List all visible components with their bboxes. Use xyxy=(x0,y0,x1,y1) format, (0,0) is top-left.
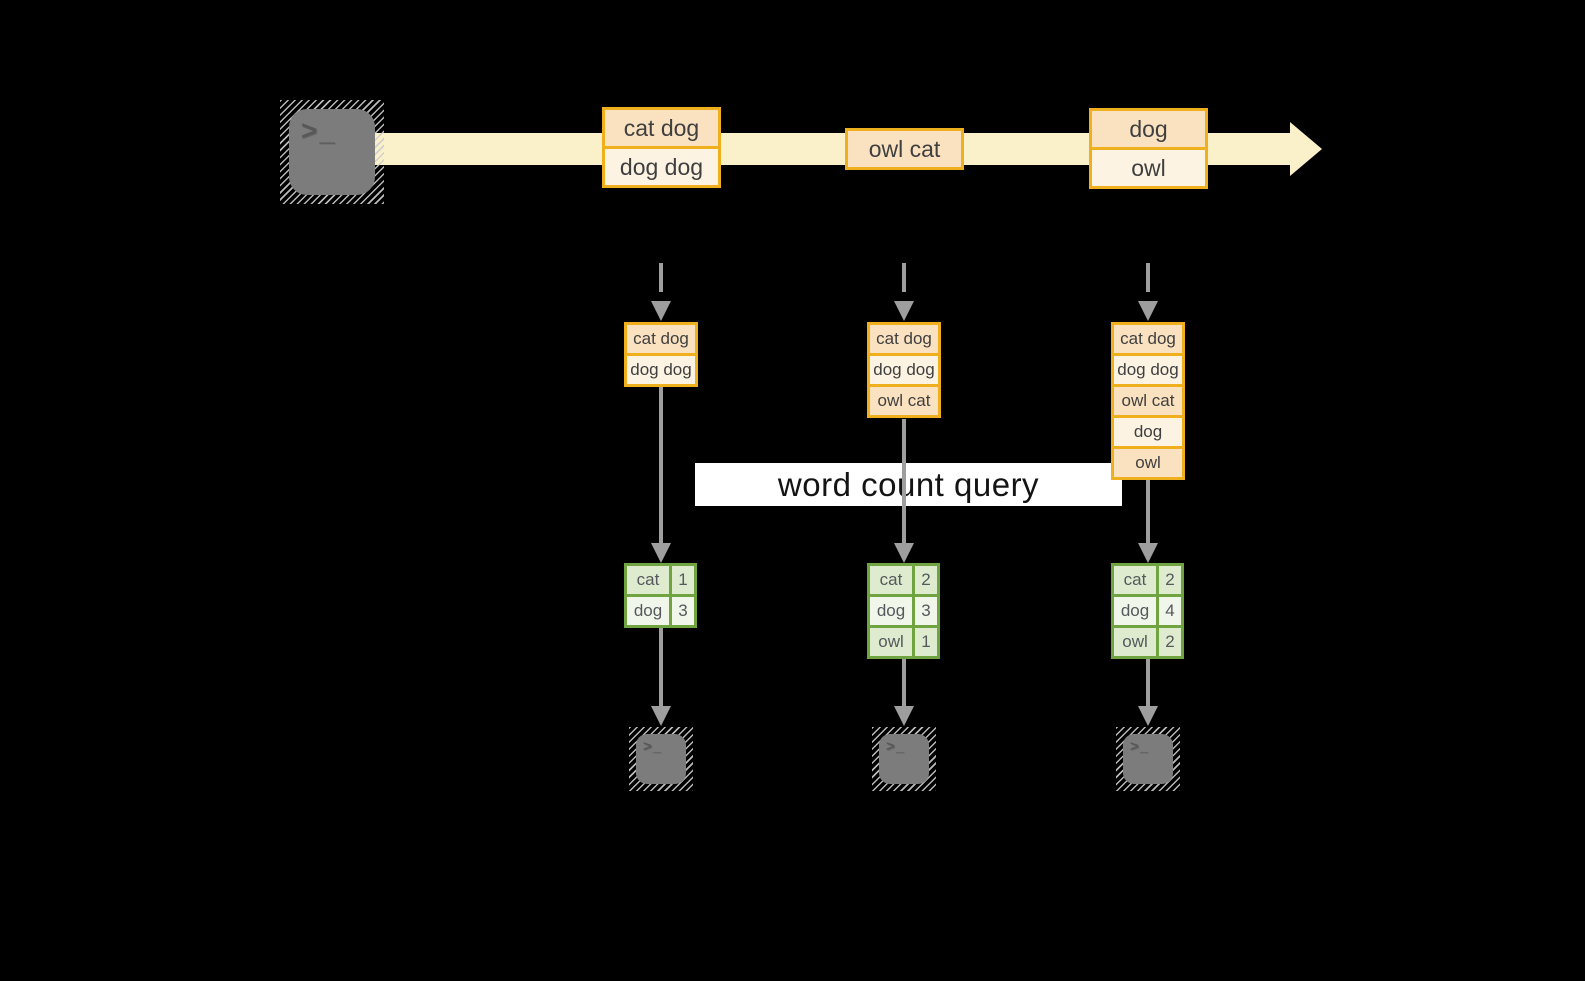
count-value: 2 xyxy=(915,566,937,594)
batch-record: owl cat xyxy=(870,387,938,415)
terminal-icon-sink-1: >_ xyxy=(629,727,693,791)
count-value: 3 xyxy=(915,597,937,625)
count-value: 1 xyxy=(915,628,937,656)
terminal-prompt-glyph: >_ xyxy=(1130,738,1150,755)
arrow-stem-sink-1 xyxy=(659,628,663,706)
count-word: dog xyxy=(627,597,669,625)
count-word: cat xyxy=(870,566,912,594)
dashed-arrow-stem-1 xyxy=(659,263,663,292)
terminal-icon-sink-2: >_ xyxy=(872,727,936,791)
batch-record: cat dog xyxy=(870,325,938,353)
terminal-icon-source: >_ xyxy=(280,100,384,204)
dashed-arrow-stem-2 xyxy=(902,263,906,292)
dashed-arrow-head-2 xyxy=(894,301,914,321)
terminal-icon-body: >_ xyxy=(1123,734,1173,784)
stream-record: owl cat xyxy=(848,131,961,167)
arrow-stem-batch-1 xyxy=(659,387,663,546)
arrow-stem-sink-2 xyxy=(902,659,906,706)
count-value: 2 xyxy=(1159,566,1181,594)
batch-record: dog xyxy=(1114,418,1182,446)
terminal-icon-sink-3: >_ xyxy=(1116,727,1180,791)
stream-record: dog xyxy=(1092,111,1205,147)
batch-record: owl xyxy=(1114,449,1182,477)
stream-arrowhead-icon xyxy=(1290,122,1322,176)
terminal-prompt-glyph: >_ xyxy=(301,115,337,146)
count-value: 4 xyxy=(1159,597,1181,625)
word-count-table-2: cat 2 dog 3 owl 1 xyxy=(867,563,940,659)
count-value: 1 xyxy=(672,566,694,594)
arrow-stem-sink-3 xyxy=(1146,659,1150,706)
batch-record: dog dog xyxy=(870,356,938,384)
terminal-prompt-glyph: >_ xyxy=(643,738,663,755)
dashed-arrow-head-3 xyxy=(1138,301,1158,321)
arrow-head-sink-3 xyxy=(1138,706,1158,726)
arrow-head-sink-1 xyxy=(651,706,671,726)
arrow-head-batch-3 xyxy=(1138,543,1158,563)
terminal-icon-body: >_ xyxy=(636,734,686,784)
batch-record: dog dog xyxy=(627,356,695,384)
stream-event-box-1: cat dog dog dog xyxy=(602,107,721,188)
word-count-table-3: cat 2 dog 4 owl 2 xyxy=(1111,563,1184,659)
count-word: owl xyxy=(1114,628,1156,656)
count-word: dog xyxy=(870,597,912,625)
stream-record: owl xyxy=(1092,150,1205,186)
count-value: 2 xyxy=(1159,628,1181,656)
count-word: cat xyxy=(1114,566,1156,594)
dashed-arrow-stem-3 xyxy=(1146,263,1150,292)
query-label: word count query xyxy=(777,465,1040,503)
arrow-head-sink-2 xyxy=(894,706,914,726)
batch-record: cat dog xyxy=(1114,325,1182,353)
arrow-stem-batch-3 xyxy=(1146,480,1150,546)
count-word: cat xyxy=(627,566,669,594)
word-count-table-1: cat 1 dog 3 xyxy=(624,563,697,628)
arrow-stem-batch-2 xyxy=(902,419,906,546)
batch-record: dog dog xyxy=(1114,356,1182,384)
stream-record: dog dog xyxy=(605,149,718,185)
count-word: dog xyxy=(1114,597,1156,625)
batch-record: cat dog xyxy=(627,325,695,353)
stream-record: cat dog xyxy=(605,110,718,146)
stream-event-box-3: dog owl xyxy=(1089,108,1208,189)
micro-batch-box-3: cat dog dog dog owl cat dog owl xyxy=(1111,322,1185,480)
terminal-icon-body: >_ xyxy=(879,734,929,784)
arrow-head-batch-2 xyxy=(894,543,914,563)
micro-batch-box-1: cat dog dog dog xyxy=(624,322,698,387)
micro-batch-box-2: cat dog dog dog owl cat xyxy=(867,322,941,418)
batch-record: owl cat xyxy=(1114,387,1182,415)
query-label-box: word count query xyxy=(695,463,1122,506)
terminal-prompt-glyph: >_ xyxy=(886,738,906,755)
terminal-icon-body: >_ xyxy=(289,109,375,195)
count-word: owl xyxy=(870,628,912,656)
stream-event-box-2: owl cat xyxy=(845,128,964,170)
count-value: 3 xyxy=(672,597,694,625)
dashed-arrow-head-1 xyxy=(651,301,671,321)
arrow-head-batch-1 xyxy=(651,543,671,563)
